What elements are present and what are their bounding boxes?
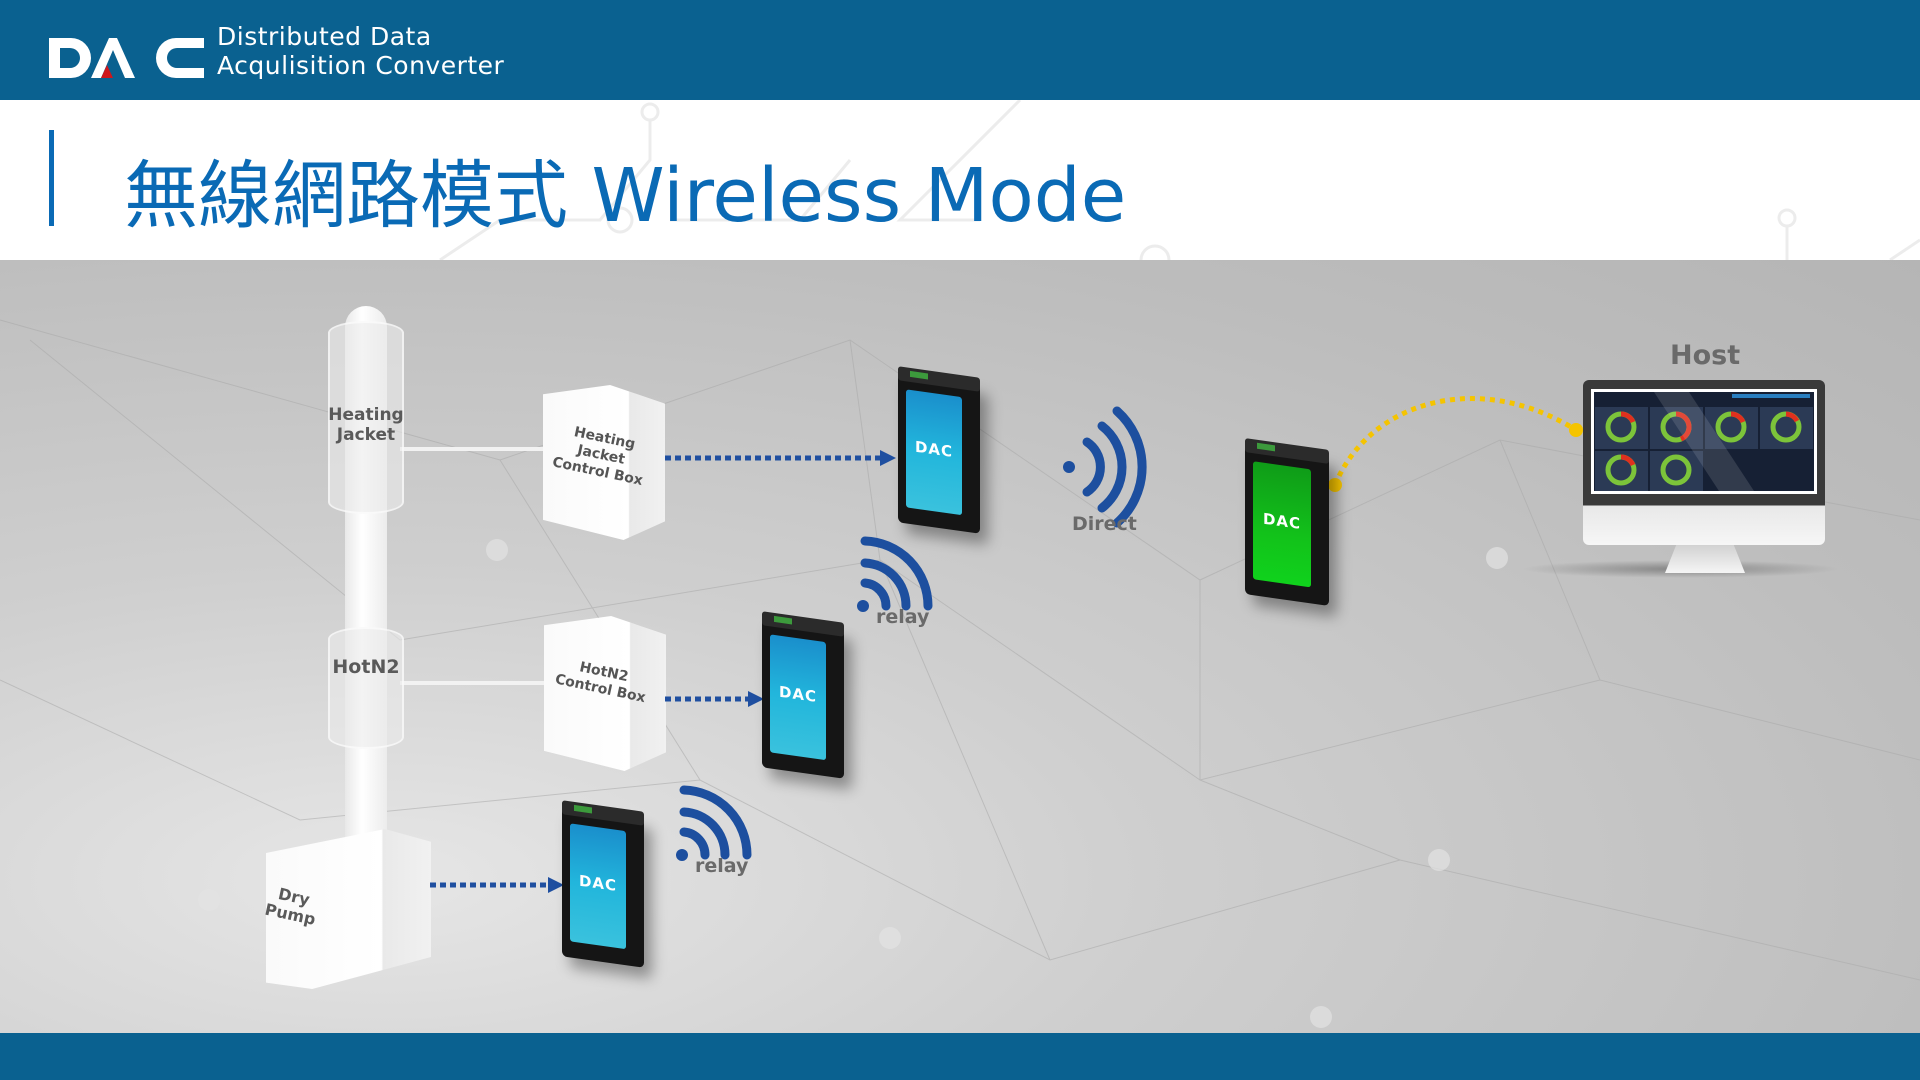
host-link-line bbox=[1332, 396, 1578, 486]
device-logo: DAC bbox=[778, 682, 818, 707]
host-label: Host bbox=[1670, 340, 1741, 371]
direct-label: Direct bbox=[1072, 513, 1137, 535]
relay-label-2: relay bbox=[695, 855, 749, 877]
circuit-decoration bbox=[439, 100, 1920, 260]
heating-jacket-sleeve bbox=[328, 321, 404, 514]
dashboard-screenshot bbox=[1594, 392, 1814, 491]
dry-pump-box bbox=[266, 829, 431, 989]
wifi-relay-icon-2 bbox=[676, 785, 752, 861]
heating-jacket-label: Heating Jacket bbox=[328, 405, 404, 445]
logo-subtitle-line2: Acqulisition Converter bbox=[217, 51, 505, 80]
dac-device-heating-jacket: DAC bbox=[898, 366, 980, 534]
relay-label-1: relay bbox=[876, 606, 930, 628]
dac-gateway-device: DAC bbox=[1245, 438, 1329, 606]
hotn2-control-box: HotN2 Control Box bbox=[544, 616, 666, 771]
monitor-stand bbox=[1665, 543, 1745, 573]
logo-subtitle-line1: Distributed Data bbox=[217, 22, 432, 51]
links-layer bbox=[430, 396, 1583, 893]
heating-jacket-control-box: Heating Jacket Control Box bbox=[543, 385, 665, 540]
host-monitor bbox=[1583, 380, 1825, 545]
dac-device-dry-pump: DAC bbox=[562, 800, 644, 968]
device-logo: DAC bbox=[914, 437, 954, 462]
wifi-relay-icon-1 bbox=[857, 536, 933, 612]
device-logo: DAC bbox=[1262, 509, 1302, 534]
diagram-area: Heating Jacket HotN2 Dry Pump Heating Ja… bbox=[0, 260, 1920, 1033]
title-band: 無線網路模式 Wireless Mode bbox=[0, 100, 1920, 260]
dac-logo bbox=[49, 38, 204, 78]
hotn2-label: HotN2 bbox=[332, 656, 400, 678]
page-title: 無線網路模式 Wireless Mode bbox=[124, 153, 1127, 239]
dac-device-hotn2: DAC bbox=[762, 611, 844, 779]
hotn2-cable bbox=[400, 681, 545, 685]
heating-jacket-cable bbox=[400, 447, 545, 451]
logo-subtitle: Distributed Data Acqulisition Converter bbox=[217, 22, 504, 80]
hotn2-sleeve bbox=[328, 627, 404, 749]
footer-bar bbox=[0, 1033, 1920, 1080]
device-logo: DAC bbox=[578, 871, 618, 896]
wifi-direct-icon bbox=[1063, 406, 1147, 528]
header-bar: Distributed Data Acqulisition Converter bbox=[0, 0, 1920, 100]
title-accent-bar bbox=[49, 130, 54, 226]
monitor-screen bbox=[1591, 389, 1817, 494]
